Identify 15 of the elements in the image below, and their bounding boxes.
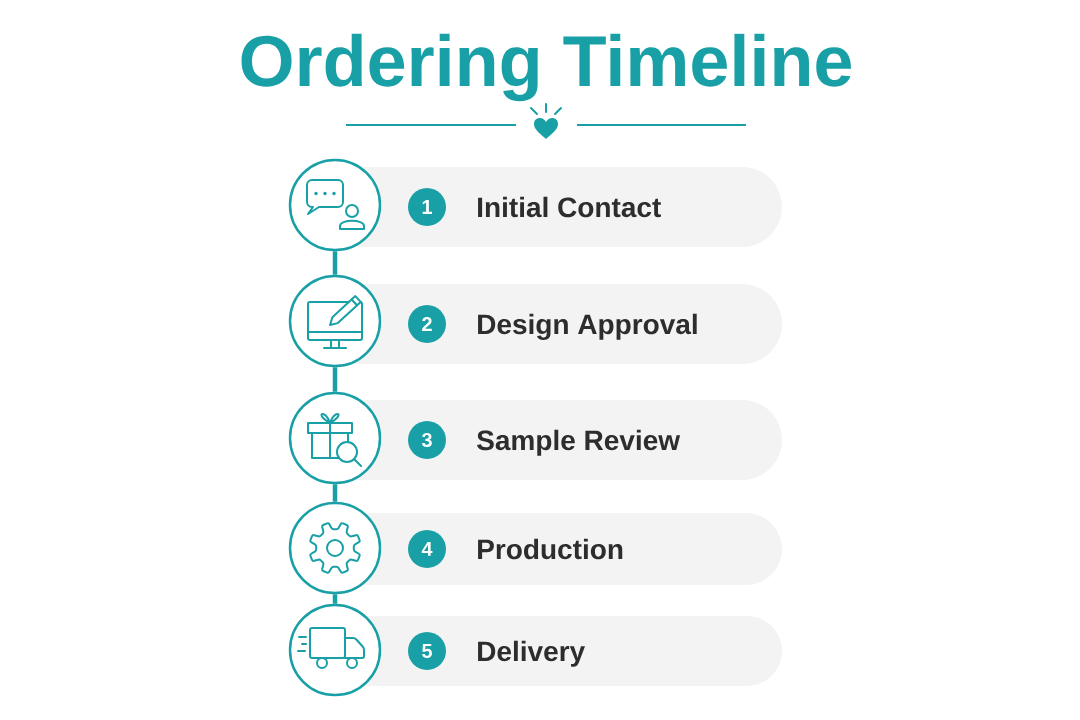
icon-circle <box>288 501 382 595</box>
number-badge: 5 <box>408 632 446 670</box>
connector-line <box>332 367 338 392</box>
icon-circle <box>288 391 382 485</box>
title: Ordering Timeline <box>241 33 851 102</box>
number-badge: 2 <box>408 305 446 343</box>
number-badge: 1 <box>408 188 446 226</box>
icon-circle <box>288 274 382 368</box>
icon-circle <box>288 158 382 252</box>
icon-circle <box>288 603 382 697</box>
number-badge: 4 <box>408 530 446 568</box>
connector-line <box>332 251 338 275</box>
number-badge: 3 <box>408 421 446 459</box>
connector-line <box>332 484 338 502</box>
connector-line <box>332 594 338 604</box>
